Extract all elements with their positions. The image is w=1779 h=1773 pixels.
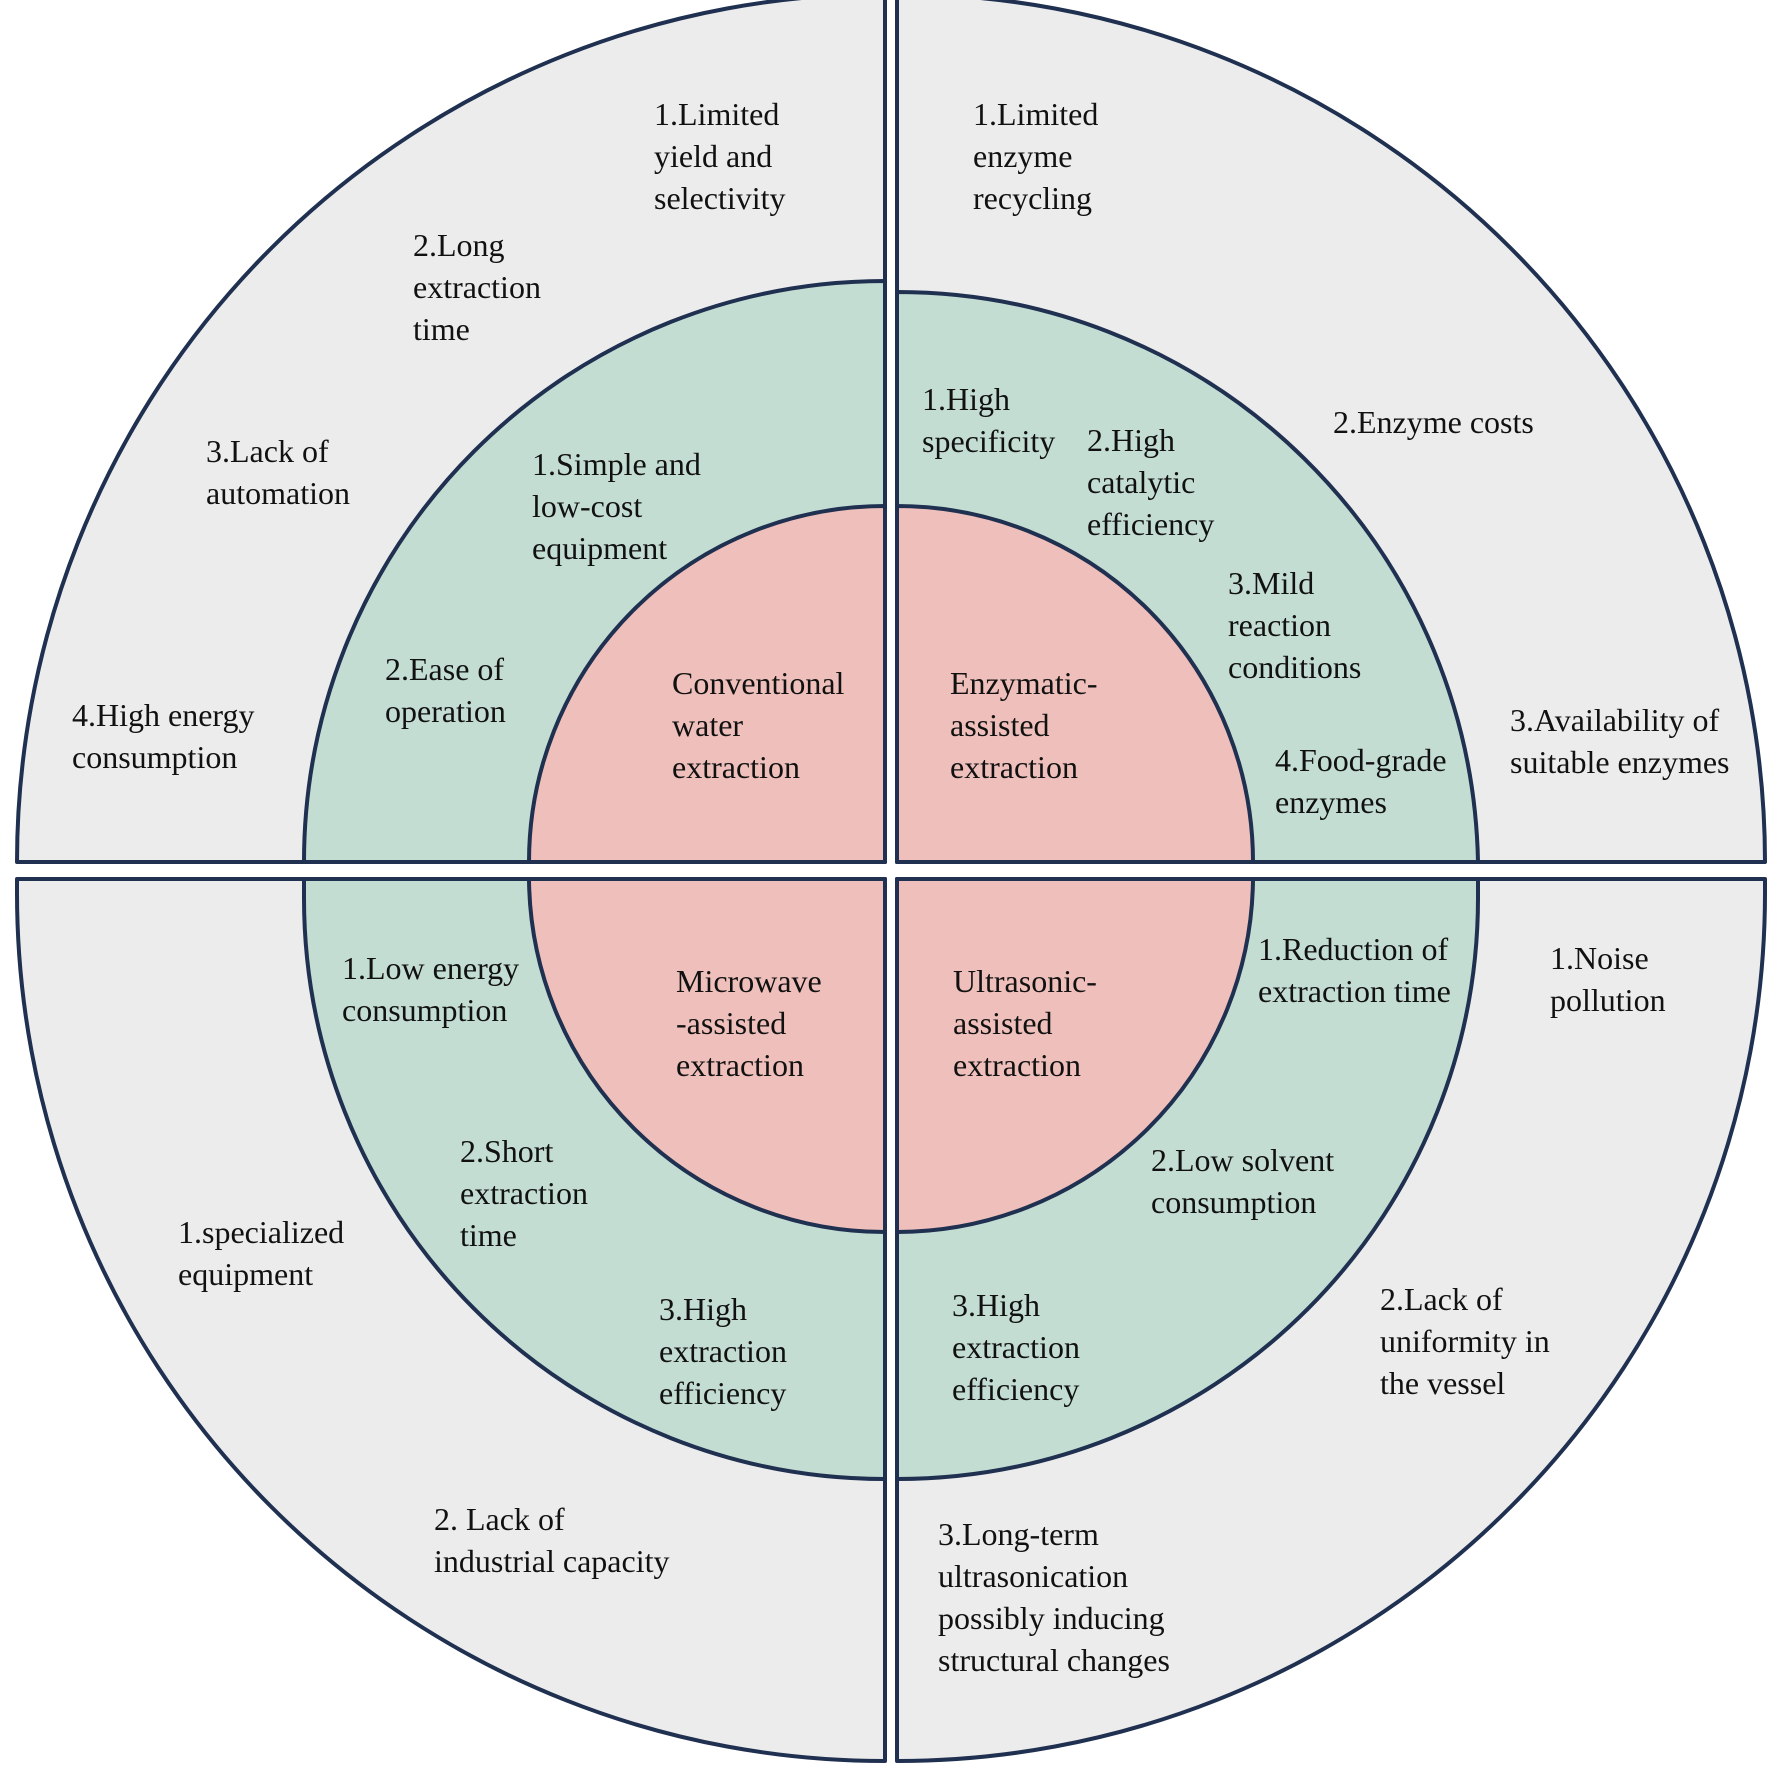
quadrant-top-right: Enzymatic- assisted extraction 1.High sp… — [895, 0, 1767, 864]
method-title-conventional-water-extraction: Conventional water extraction — [672, 665, 852, 785]
disadvantage-long-term-ultrasonication-structural-changes: 3.Long-term ultrasonication possibly ind… — [938, 1516, 1173, 1678]
quadrant-bottom-left: Microwave -assisted extraction 1.Low ene… — [15, 877, 887, 1763]
disadvantage-lack-of-automation: 3.Lack of automation — [206, 433, 350, 511]
disadvantage-noise-pollution: 1.Noise pollution — [1550, 940, 1666, 1018]
method-title-microwave-assisted-extraction: Microwave -assisted extraction — [676, 963, 830, 1083]
disadvantage-long-extraction-time: 2.Long extraction time — [413, 227, 549, 347]
advantage-mild-reaction-conditions: 3.Mild reaction conditions — [1228, 565, 1361, 685]
advantage-high-catalytic-efficiency: 2.High catalytic efficiency — [1087, 422, 1214, 542]
quadrant-bottom-right: Ultrasonic- assisted extraction 1.Reduct… — [895, 877, 1767, 1763]
advantage-high-extraction-efficiency-microwave: 3.High extraction efficiency — [659, 1291, 795, 1411]
inner-core-top-left — [527, 504, 887, 864]
quadrant-top-left: Conventional water extraction 1.Simple a… — [15, 0, 887, 864]
advantage-reduction-of-extraction-time: 1.Reduction of extraction time — [1258, 931, 1456, 1009]
disadvantage-limited-yield-selectivity: 1.Limited yield and selectivity — [654, 96, 787, 216]
disadvantage-availability-of-suitable-enzymes: 3.Availability of suitable enzymes — [1510, 702, 1729, 780]
inner-core-bottom-right — [895, 877, 1255, 1234]
method-title-enzymatic-assisted-extraction: Enzymatic- assisted extraction — [950, 665, 1105, 785]
disadvantage-high-energy-consumption: 4.High energy consumption — [72, 697, 262, 775]
method-title-ultrasonic-assisted-extraction: Ultrasonic- assisted extraction — [953, 963, 1105, 1083]
disadvantage-lack-of-industrial-capacity: 2. Lack of industrial capacity — [434, 1501, 669, 1579]
advantage-simple-low-cost-equipment: 1.Simple and low-cost equipment — [532, 446, 709, 566]
advantage-short-extraction-time: 2.Short extraction time — [460, 1133, 596, 1253]
disadvantage-lack-of-uniformity-in-vessel: 2.Lack of uniformity in the vessel — [1380, 1281, 1558, 1401]
advantage-low-energy-consumption: 1.Low energy consumption — [342, 950, 527, 1028]
advantage-ease-of-operation: 2.Ease of operation — [385, 651, 512, 729]
advantage-high-specificity: 1.High specificity — [922, 381, 1055, 459]
disadvantage-enzyme-costs: 2.Enzyme costs — [1333, 404, 1534, 440]
disadvantage-limited-enzyme-recycling: 1.Limited enzyme recycling — [973, 96, 1106, 216]
disadvantage-specialized-equipment: 1.specialized equipment — [178, 1214, 352, 1292]
advantage-high-extraction-efficiency-ultrasonic: 3.High extraction efficiency — [952, 1287, 1088, 1407]
inner-core-bottom-left — [527, 877, 887, 1234]
inner-core-top-right — [895, 504, 1255, 864]
advantage-low-solvent-consumption: 2.Low solvent consumption — [1151, 1142, 1342, 1220]
advantage-food-grade-enzymes: 4.Food-grade enzymes — [1275, 742, 1455, 820]
